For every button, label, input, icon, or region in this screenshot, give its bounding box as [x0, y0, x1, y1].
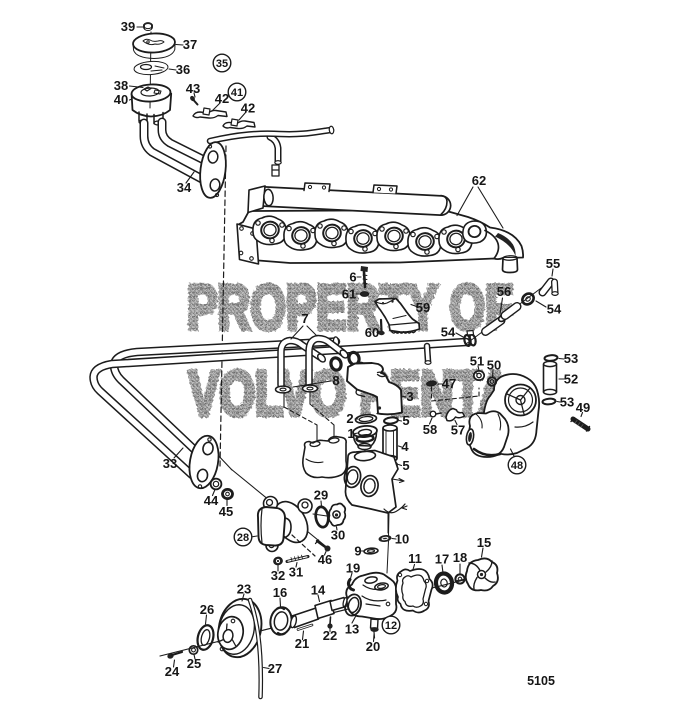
- svg-text:PROPERTY OF: PROPERTY OF: [187, 273, 513, 343]
- svg-text:43: 43: [186, 81, 200, 96]
- svg-text:5: 5: [402, 413, 409, 428]
- svg-text:54: 54: [441, 325, 456, 340]
- svg-text:16: 16: [273, 585, 287, 600]
- svg-text:1: 1: [347, 426, 354, 441]
- svg-text:55: 55: [546, 256, 560, 271]
- svg-text:9: 9: [354, 544, 361, 559]
- svg-text:37: 37: [183, 37, 197, 52]
- svg-text:41: 41: [231, 87, 243, 99]
- svg-text:15: 15: [477, 535, 491, 550]
- svg-text:6: 6: [349, 270, 356, 285]
- svg-text:35: 35: [216, 58, 228, 70]
- svg-text:11: 11: [408, 551, 422, 566]
- svg-text:30: 30: [331, 528, 345, 543]
- svg-text:58: 58: [423, 422, 437, 437]
- svg-text:32: 32: [271, 568, 285, 583]
- svg-text:10: 10: [395, 532, 409, 547]
- svg-text:57: 57: [451, 423, 465, 438]
- svg-text:18: 18: [453, 550, 467, 565]
- svg-text:46: 46: [318, 552, 332, 567]
- svg-text:42: 42: [215, 91, 229, 106]
- svg-text:27: 27: [268, 661, 282, 676]
- svg-text:50: 50: [487, 358, 501, 373]
- svg-text:13: 13: [345, 622, 359, 637]
- svg-text:51: 51: [470, 354, 484, 369]
- svg-text:5: 5: [402, 458, 409, 473]
- svg-text:47: 47: [442, 376, 456, 391]
- svg-text:45: 45: [219, 504, 233, 519]
- svg-text:28: 28: [237, 532, 249, 544]
- svg-text:62: 62: [472, 173, 486, 188]
- svg-text:23: 23: [237, 582, 251, 597]
- svg-text:54: 54: [547, 302, 562, 317]
- svg-text:21: 21: [295, 636, 309, 651]
- svg-text:38: 38: [114, 78, 128, 93]
- svg-text:4: 4: [401, 439, 409, 454]
- svg-text:19: 19: [346, 561, 360, 576]
- svg-text:14: 14: [311, 583, 326, 598]
- svg-text:49: 49: [576, 400, 590, 415]
- svg-text:34: 34: [177, 180, 192, 195]
- svg-text:61: 61: [342, 287, 356, 302]
- svg-text:56: 56: [497, 284, 511, 299]
- svg-text:8: 8: [332, 373, 339, 388]
- svg-text:26: 26: [200, 602, 214, 617]
- svg-text:5105: 5105: [527, 674, 555, 688]
- svg-text:60: 60: [365, 325, 379, 340]
- svg-text:53: 53: [560, 395, 574, 410]
- svg-text:17: 17: [435, 552, 449, 567]
- svg-text:48: 48: [511, 460, 523, 472]
- svg-text:22: 22: [323, 628, 337, 643]
- svg-text:59: 59: [416, 300, 430, 315]
- svg-text:24: 24: [165, 664, 180, 679]
- svg-text:44: 44: [204, 493, 219, 508]
- svg-text:36: 36: [176, 62, 190, 77]
- svg-text:42: 42: [241, 101, 255, 116]
- svg-text:33: 33: [163, 456, 177, 471]
- svg-text:39: 39: [121, 19, 135, 34]
- svg-text:3: 3: [406, 389, 413, 404]
- svg-text:20: 20: [366, 639, 380, 654]
- svg-text:12: 12: [385, 620, 397, 632]
- svg-text:7: 7: [301, 311, 308, 326]
- svg-text:2: 2: [346, 411, 353, 426]
- svg-text:29: 29: [314, 488, 328, 503]
- svg-text:25: 25: [187, 656, 201, 671]
- svg-text:52: 52: [564, 372, 578, 387]
- svg-text:31: 31: [289, 565, 303, 580]
- svg-text:40: 40: [114, 92, 128, 107]
- svg-text:53: 53: [564, 351, 578, 366]
